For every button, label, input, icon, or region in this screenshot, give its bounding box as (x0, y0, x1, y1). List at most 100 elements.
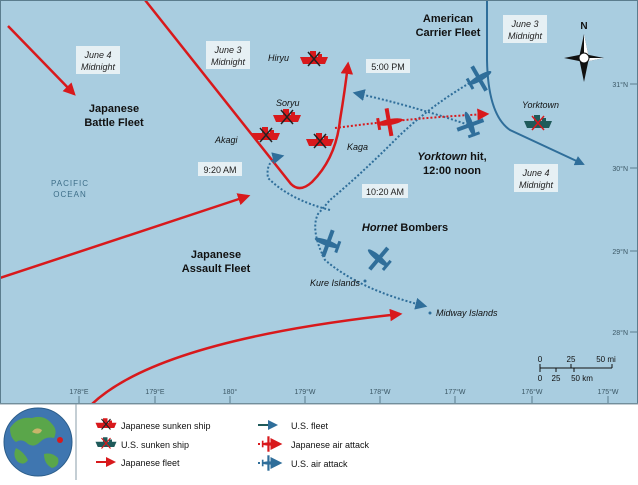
sunken-ship-soryu-icon (273, 109, 301, 125)
time-labels: 5:00 PM 9:20 AM 10:20 AM (198, 59, 410, 198)
midway-islands-label: Midway Islands (436, 308, 498, 318)
date-box (206, 41, 250, 69)
lon-label: 178°W (369, 388, 390, 396)
globe-locator-icon (3, 407, 73, 477)
hornet-word: Hornet (362, 222, 399, 234)
date-june4-us: June 4 (521, 168, 549, 178)
us-fleet-routes (486, 0, 585, 166)
japanese-sunken-ships (252, 51, 334, 149)
us-air-attack-to-northwest (352, 89, 473, 127)
ship-name-kaga: Kaga (347, 142, 368, 152)
map-graticule-ticks (78, 83, 638, 404)
date-june3-us: June 3 (510, 19, 538, 29)
yorktown-hit-time: 12:00 noon (423, 165, 481, 177)
japanese-battle-fleet-label: Japanese (89, 103, 139, 115)
date-labels: June 4 Midnight June 3 Midnight June 3 M… (76, 15, 558, 192)
ocean-label: PACIFIC OCEAN (51, 179, 89, 199)
midway-island-marker (428, 311, 432, 315)
japanese-fleet-routes (0, 0, 403, 405)
legend-label: U.S. fleet (291, 421, 329, 431)
compass-rose-icon: N (564, 21, 604, 82)
legend-label: Japanese air attack (291, 440, 370, 450)
assault-fleet-route (0, 193, 251, 280)
scale-bar: 0 25 50 mi 0 25 50 km (538, 355, 616, 383)
time-label-500pm: 5:00 PM (371, 62, 405, 72)
time-box (362, 184, 408, 198)
legend-us-sunken-ship-icon (95, 437, 117, 449)
ship-names: Hiryu Soryu Akagi Kaga Yorktown (214, 53, 559, 152)
legend-label: Japanese sunken ship (121, 421, 211, 431)
time-box (198, 162, 242, 176)
kure-island-marker (363, 279, 367, 283)
ship-name-akagi: Akagi (214, 135, 239, 145)
longitude-labels: 178°E 179°E 180° 179°W 178°W 177°W 176°W… (69, 388, 619, 396)
lat-label: 30°N (612, 165, 628, 173)
ship-name-hiryu: Hiryu (268, 53, 289, 63)
japanese-battle-fleet-label-2: Battle Fleet (84, 117, 144, 129)
legend: Japanese sunken ship U.S. sunken ship Ja… (95, 418, 370, 471)
lat-label: 28°N (612, 329, 628, 337)
american-carrier-fleet-label-2: Carrier Fleet (416, 27, 481, 39)
pacific-label: PACIFIC (51, 179, 89, 188)
scale-km-50: 50 km (571, 374, 593, 383)
lon-label: 180° (223, 388, 238, 396)
sunken-ship-akagi-icon (252, 127, 280, 143)
us-air-attack-routes (266, 76, 481, 310)
date-june4-us-time: Midnight (519, 180, 554, 190)
island-labels: Kure Islands Midway Islands (310, 278, 498, 318)
date-june3-japanese-time: Midnight (211, 57, 246, 67)
lon-label: 179°W (294, 388, 315, 396)
scale-mi-0: 0 (538, 355, 543, 364)
battle-fleet-route-main (144, 0, 354, 190)
battle-fleet-route-west (7, 25, 76, 96)
date-box (503, 15, 547, 43)
ship-name-soryu: Soryu (276, 98, 300, 108)
lon-label: 176°W (521, 388, 542, 396)
scale-mi-25: 25 (567, 355, 576, 364)
legend-japanese-sunken-ship-icon (95, 418, 117, 430)
time-label-1020am: 10:20 AM (366, 187, 404, 197)
date-june3-us-time: Midnight (508, 31, 543, 41)
american-carrier-fleet-label: American (423, 13, 473, 25)
lon-label: 178°E (69, 388, 88, 396)
date-june4-battle-fleet-time: Midnight (81, 62, 116, 72)
legend-label: U.S. air attack (291, 459, 348, 469)
lon-label: 175°W (597, 388, 618, 396)
scale-km-25: 25 (552, 374, 561, 383)
date-box (514, 164, 558, 192)
scale-mi-50: 50 mi (596, 355, 616, 364)
sunken-ship-yorktown-icon (524, 115, 552, 131)
date-june3-japanese: June 3 (213, 45, 241, 55)
japanese-air-attack-route (334, 108, 490, 129)
assault-fleet-route-south (91, 308, 403, 405)
date-june4-battle-fleet: June 4 (83, 50, 111, 60)
japanese-assault-fleet-label: Japanese (191, 249, 241, 261)
latitude-labels: 31°N 30°N 29°N 28°N (612, 81, 628, 337)
scale-km-0: 0 (538, 374, 543, 383)
ship-name-yorktown: Yorktown (522, 100, 559, 110)
lat-label: 29°N (612, 248, 628, 256)
sunken-ship-hiryu-icon (300, 51, 328, 67)
compass-north-label: N (580, 21, 587, 32)
yorktown-hit-word: hit, (467, 151, 487, 163)
yorktown-hit-label: Yorktown hit, (417, 151, 486, 163)
date-box (76, 46, 120, 74)
legend-label: Japanese fleet (121, 458, 180, 468)
yorktown-hit-ship: Yorktown (417, 151, 467, 163)
lon-label: 179°E (145, 388, 164, 396)
us-carrier-route (486, 0, 585, 166)
sunken-ship-kaga-icon (306, 133, 334, 149)
hornet-bombers-label: Hornet Bombers (362, 222, 448, 234)
time-box (366, 59, 410, 73)
ocean-label-text: OCEAN (53, 190, 86, 199)
kure-islands-label: Kure Islands (310, 278, 361, 288)
legend-label: U.S. sunken ship (121, 440, 189, 450)
time-label-920am: 9:20 AM (203, 165, 236, 175)
bombers-word: Bombers (397, 222, 448, 234)
us-air-attack-loop (266, 152, 331, 211)
fleet-names: American Carrier Fleet Japanese Battle F… (84, 13, 486, 275)
lat-label: 31°N (612, 81, 628, 89)
japanese-assault-fleet-label-2: Assault Fleet (182, 263, 251, 275)
